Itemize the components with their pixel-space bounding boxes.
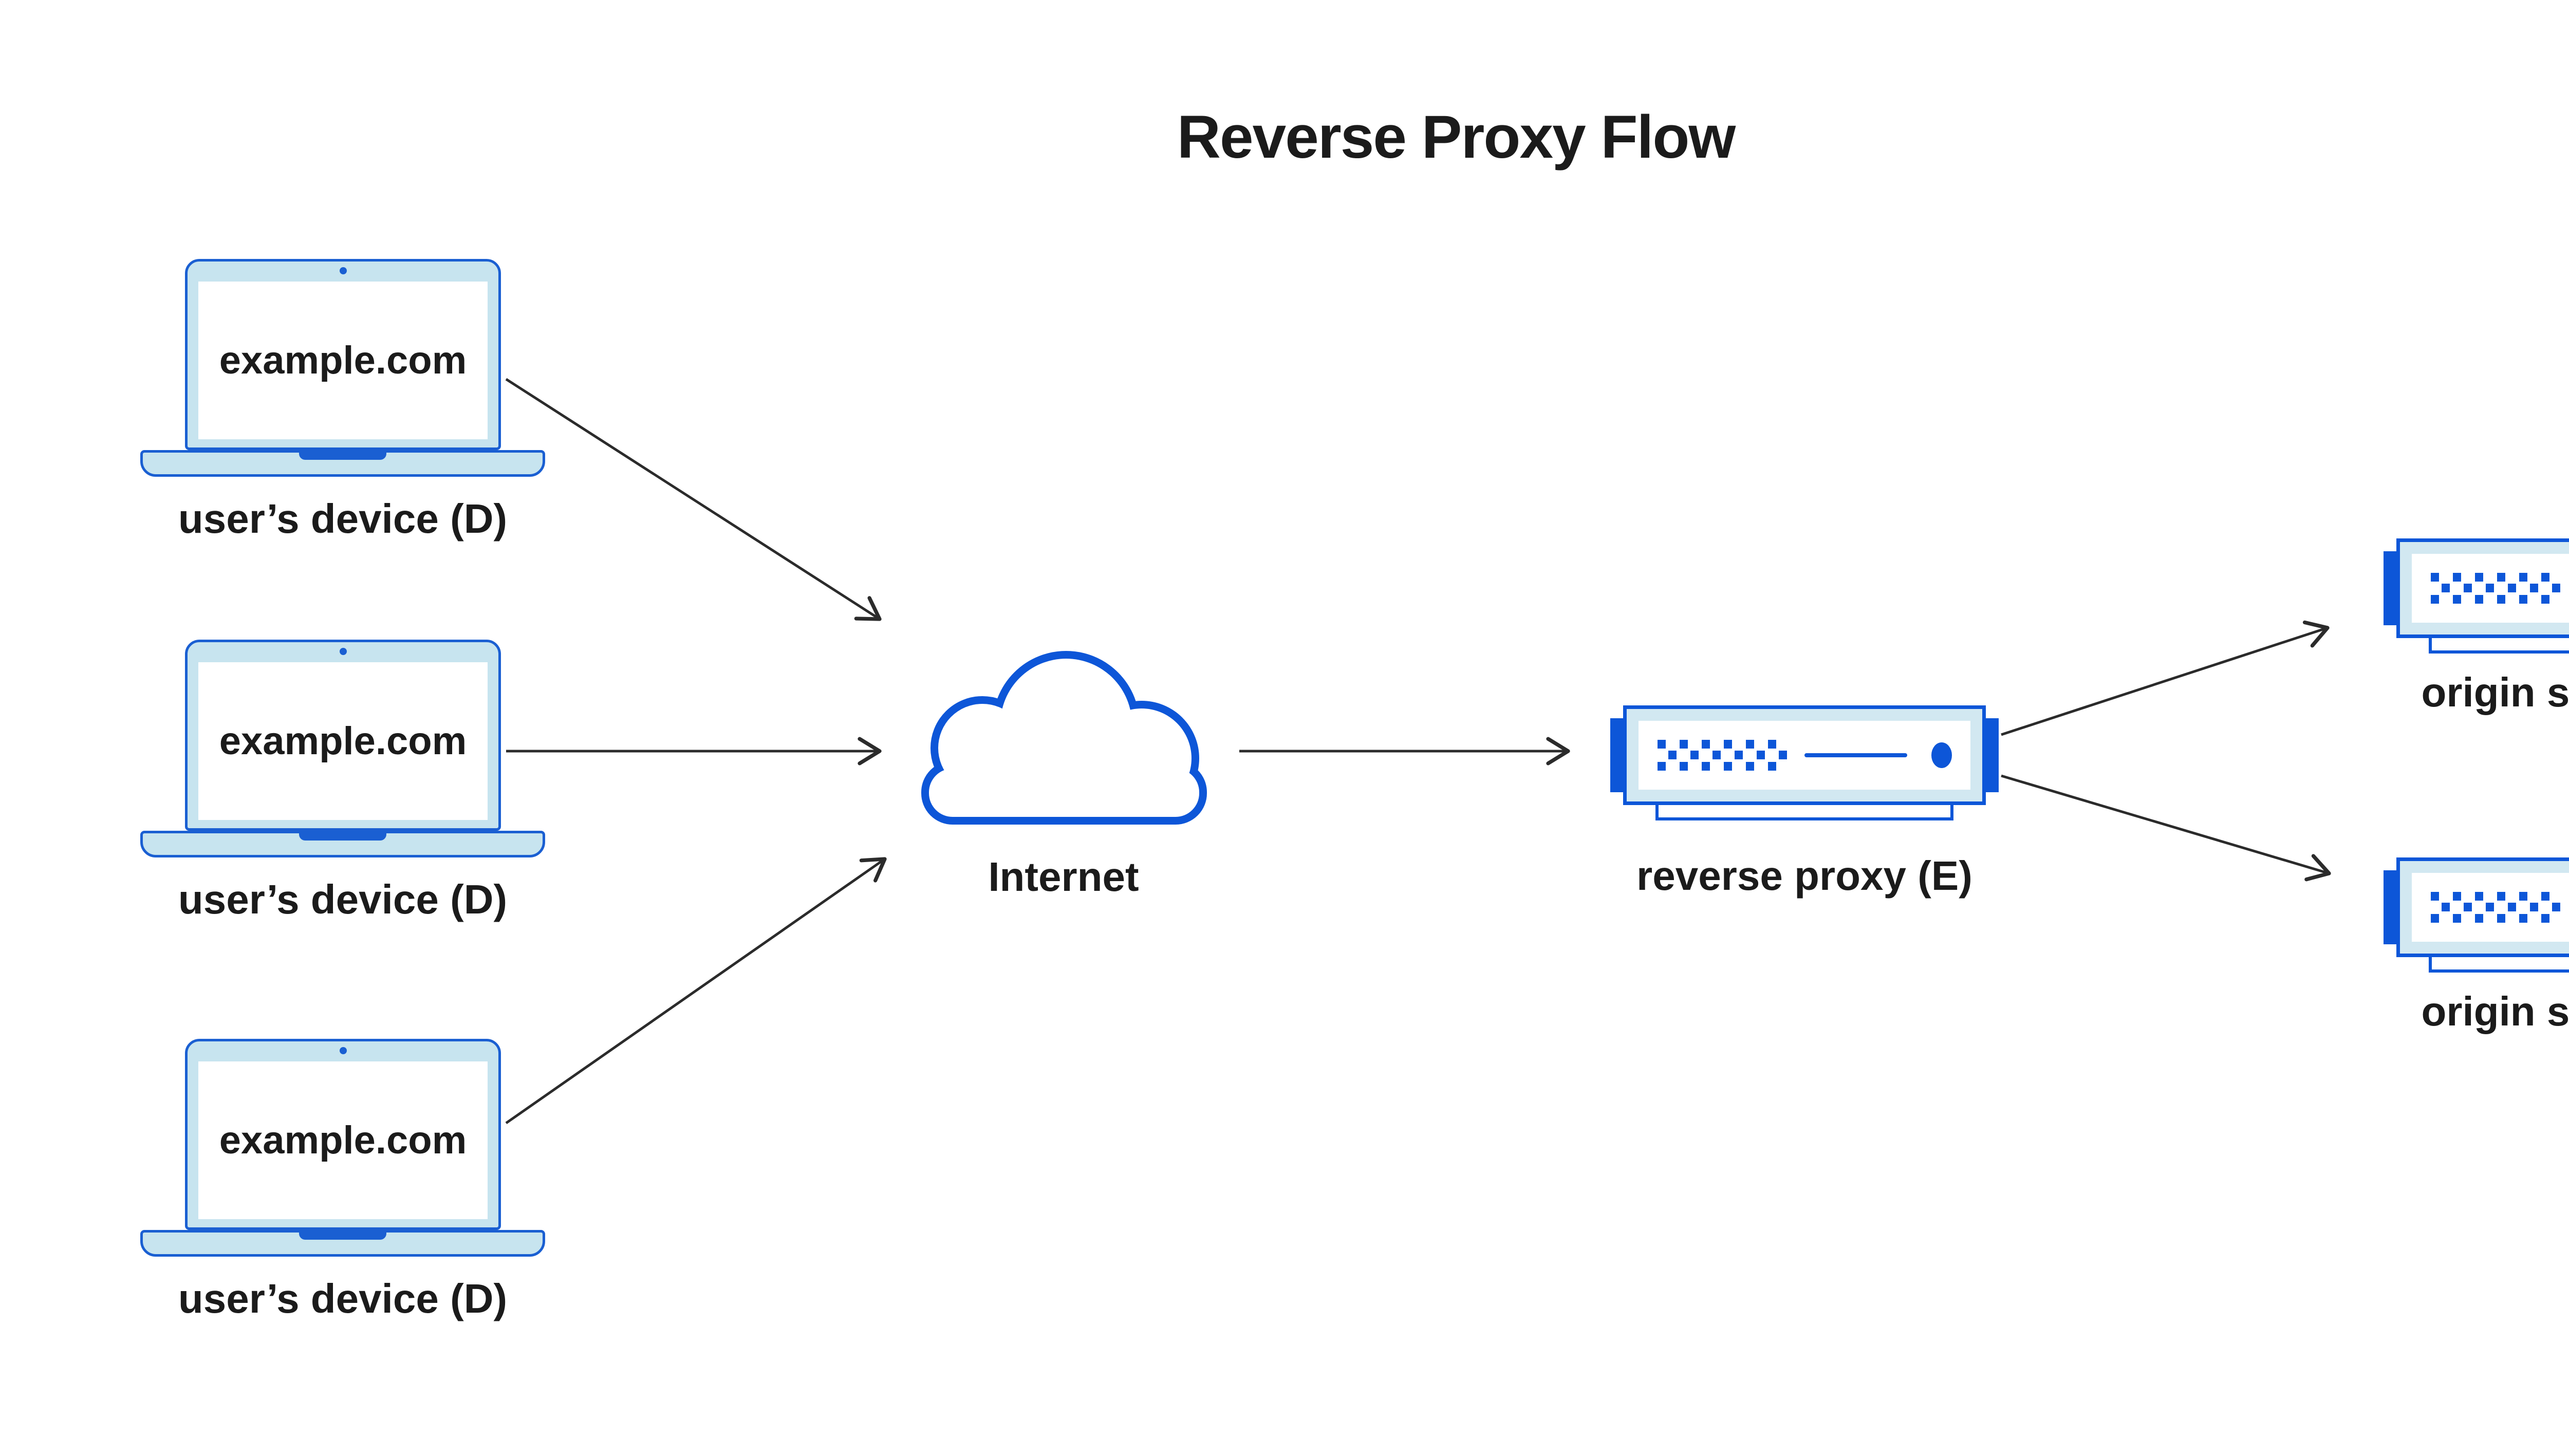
- server-power-dot-icon: [1931, 742, 1952, 768]
- laptop-notch: [299, 452, 386, 460]
- laptop-notch: [299, 833, 386, 841]
- server-front-panel: [2412, 554, 2569, 623]
- device-screen-url: example.com: [219, 339, 467, 382]
- origin-server-label: origin server (F): [2421, 669, 2569, 715]
- server-vent-dots-icon: [1658, 740, 1787, 771]
- user-device-2: example.com user’s device (D): [140, 640, 545, 922]
- server-icon: [2396, 857, 2569, 957]
- reverse-proxy: reverse proxy (E): [1610, 705, 1999, 899]
- device-label: user’s device (D): [178, 1276, 508, 1321]
- server-front-panel: [2412, 873, 2569, 942]
- laptop-screen: example.com: [198, 662, 488, 820]
- device-label: user’s device (D): [178, 496, 508, 542]
- device-screen-url: example.com: [219, 1118, 467, 1162]
- server-front-panel: [1639, 721, 1970, 790]
- laptop-base: [140, 450, 545, 477]
- laptop-screen: example.com: [198, 1061, 488, 1219]
- laptop-icon: example.com: [185, 259, 501, 450]
- internet-label: Internet: [988, 854, 1139, 900]
- user-device-3: example.com user’s device (D): [140, 1039, 545, 1321]
- user-device-1: example.com user’s device (D): [140, 259, 545, 542]
- page-title: Reverse Proxy Flow: [1177, 103, 1736, 171]
- server-vent-dots-icon: [2431, 892, 2560, 923]
- laptop-base: [140, 831, 545, 857]
- laptop-icon: example.com: [185, 1039, 501, 1230]
- arrow-proxy-to-origin2: [2001, 774, 2331, 882]
- device-screen-url: example.com: [219, 719, 467, 763]
- camera-dot-icon: [339, 1047, 347, 1054]
- server-icon: [1623, 705, 1986, 805]
- device-label: user’s device (D): [178, 876, 508, 922]
- arrow-proxy-to-origin1: [2001, 620, 2330, 736]
- arrow-device1-to-internet: [505, 378, 882, 621]
- laptop-screen: example.com: [198, 282, 488, 439]
- server-icon: [2396, 538, 2569, 638]
- origin-server-1: origin server (F): [2384, 538, 2569, 715]
- arrow-device3-to-internet: [505, 857, 887, 1125]
- laptop-base: [140, 1230, 545, 1257]
- server-slot-line-icon: [1804, 753, 1907, 757]
- laptop-notch: [299, 1232, 386, 1240]
- camera-dot-icon: [339, 648, 347, 655]
- internet-node: [920, 651, 1207, 825]
- reverse-proxy-label: reverse proxy (E): [1636, 853, 1972, 899]
- server-vent-dots-icon: [2431, 573, 2560, 604]
- origin-server-2: origin server (F): [2384, 857, 2569, 1034]
- camera-dot-icon: [339, 267, 347, 274]
- origin-server-label: origin server (F): [2421, 988, 2569, 1034]
- laptop-icon: example.com: [185, 640, 501, 831]
- cloud-icon: [921, 651, 1207, 825]
